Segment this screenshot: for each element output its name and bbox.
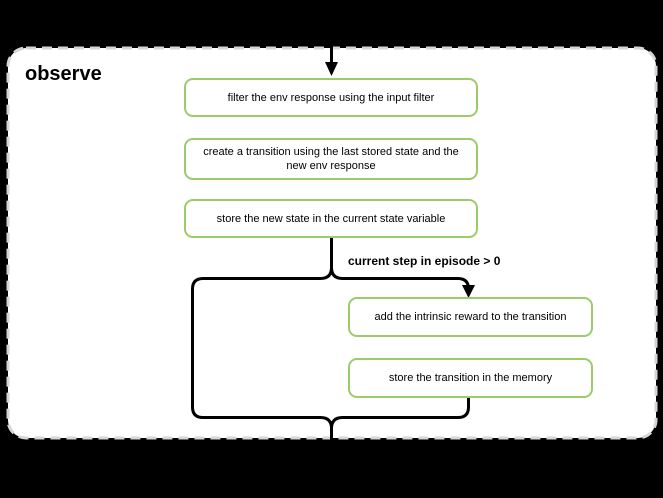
bypass-connector [191, 267, 333, 441]
node-label: store the transition in the memory [388, 372, 553, 384]
merge-connector [330, 398, 470, 441]
node-label: filter the env response using the input … [227, 91, 435, 104]
node-label: add the intrinsic reward to the transiti… [374, 311, 567, 323]
entry-arrowhead-icon [325, 62, 338, 76]
node-store-new-state: store the new state in the current state… [184, 199, 478, 238]
node-label: store the new state in the current state… [216, 212, 446, 225]
condition-label-current-step: current step in episode > 0 [348, 254, 501, 268]
node-filter-env-response: filter the env response using the input … [184, 78, 478, 117]
diagram-title: observe [25, 63, 102, 85]
node-create-transition: create a transition using the last store… [184, 138, 478, 180]
node-store-transition: store the transition in the memory [348, 358, 593, 398]
node-add-intrinsic-reward: add the intrinsic reward to the transiti… [348, 297, 593, 337]
condition-arrowhead-icon [462, 285, 475, 298]
node-label: create a transition using the last store… [203, 146, 459, 172]
condition-branch-connector [330, 267, 470, 290]
